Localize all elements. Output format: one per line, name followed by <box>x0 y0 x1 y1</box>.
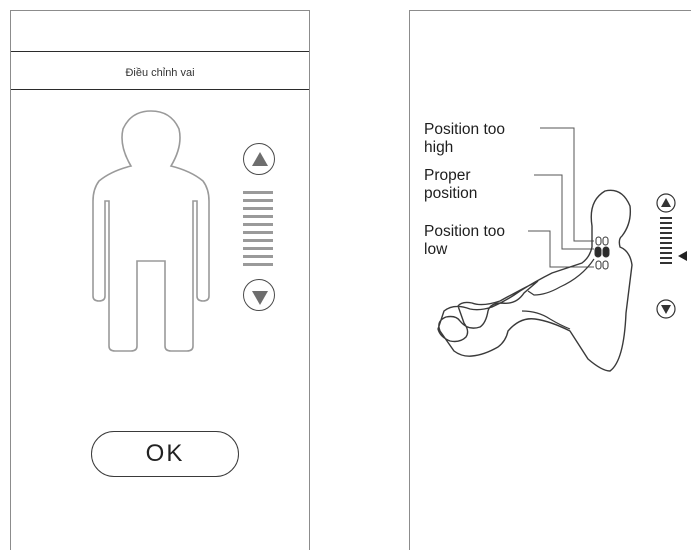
leg-contour <box>522 311 570 329</box>
shoulder-adjust-screen: Điều chỉnh vai OK <box>10 10 310 550</box>
arm-contour <box>528 259 594 295</box>
massage-pads <box>595 237 609 269</box>
pad-low-left <box>596 261 601 269</box>
pad-high-left <box>596 237 601 245</box>
level-bar <box>660 237 672 239</box>
level-indicator <box>243 191 273 271</box>
level-bar <box>243 199 273 202</box>
level-bar <box>660 262 672 264</box>
ok-button[interactable]: OK <box>91 431 239 477</box>
level-bar <box>243 207 273 210</box>
reclining-person-diagram <box>410 11 691 531</box>
down-button[interactable] <box>243 279 275 311</box>
level-bar <box>243 231 273 234</box>
level-bar <box>660 217 672 219</box>
level-bar <box>243 191 273 194</box>
level-bar <box>660 257 672 259</box>
level-bar <box>243 215 273 218</box>
level-bar <box>660 252 672 254</box>
level-bar <box>243 223 273 226</box>
level-bar <box>243 247 273 250</box>
pad-proper-right <box>603 247 609 257</box>
position-guide-screen: Position too high Proper position Positi… <box>409 10 691 550</box>
level-bar <box>660 227 672 229</box>
up-button[interactable] <box>243 143 275 175</box>
level-indicator <box>660 217 672 264</box>
level-bar <box>243 239 273 242</box>
pointer-arrow-icon <box>678 251 687 261</box>
level-bar <box>243 263 273 266</box>
triangle-down-icon <box>244 280 276 312</box>
triangle-up-icon <box>244 144 276 176</box>
pad-low-right <box>603 261 608 269</box>
pad-high-right <box>603 237 608 245</box>
pad-proper-left <box>595 247 601 257</box>
level-bar <box>660 222 672 224</box>
leader-lines <box>528 128 594 267</box>
level-bar <box>660 232 672 234</box>
level-bar <box>243 255 273 258</box>
level-bar <box>660 242 672 244</box>
reclining-person-icon <box>438 190 632 371</box>
level-bar <box>660 247 672 249</box>
